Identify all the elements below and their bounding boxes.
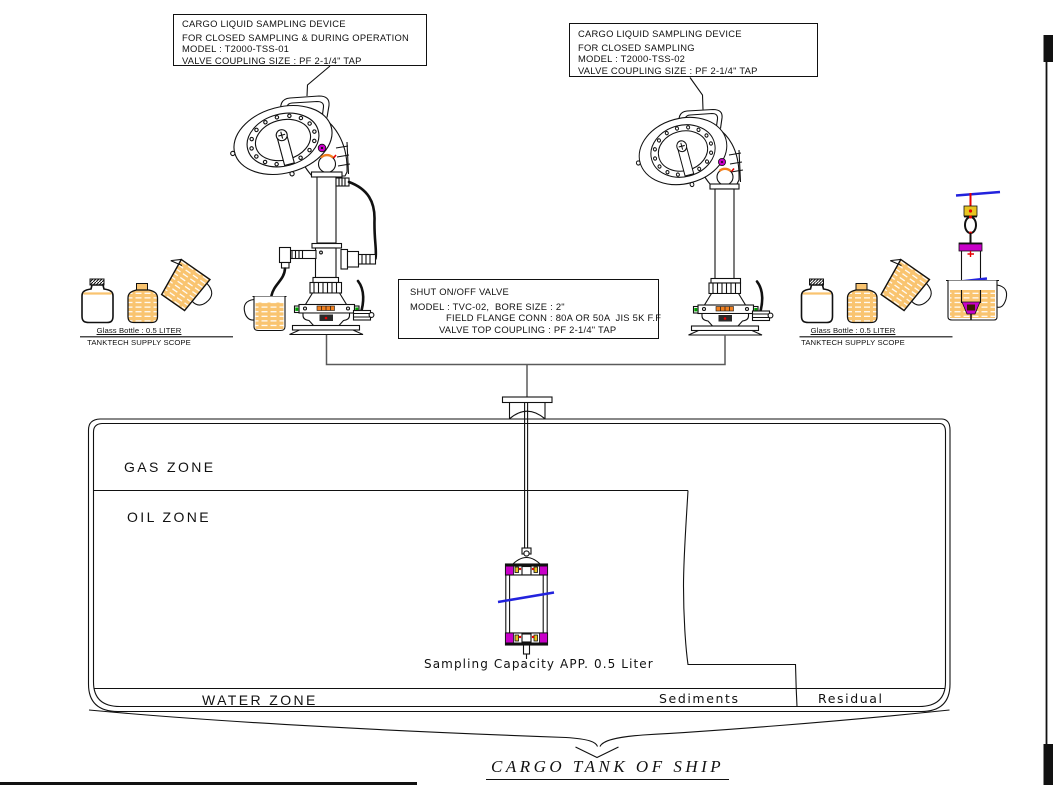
sampling-capacity-label: Sampling Capacity APP. 0.5 Liter — [424, 657, 654, 671]
annotation-line: VALVE TOP COUPLING : PF 2-1/4" TAP — [439, 323, 617, 335]
discharge-sampler — [946, 190, 1008, 321]
annotation-line: MODEL : T2000-TSS-01 — [182, 43, 290, 55]
sediments-label: Sediments — [659, 691, 740, 706]
annotation-line: CARGO LIQUID SAMPLING DEVICE — [578, 28, 742, 39]
caption-line-2: TANKTECH SUPPLY SCOPE — [801, 338, 905, 347]
annotation-line: FIELD FLANGE CONN : 80A OR 50A JIS 5K F.… — [446, 312, 662, 324]
residual-label: Residual — [818, 691, 884, 706]
leader-lines — [306, 65, 704, 110]
right-sampling-device — [627, 107, 774, 336]
annotation-line: VALVE COUPLING SIZE : PF 2-1/4" TAP — [578, 64, 758, 76]
annotation-line: VALVE COUPLING SIZE : PF 2-1/4" TAP — [182, 54, 362, 66]
water-zone-label: WATER ZONE — [202, 692, 318, 708]
drawing-title: CARGO TANK OF SHIP — [486, 757, 730, 780]
annotation-line: FOR CLOSED SAMPLING & DURING OPERATION — [182, 31, 410, 43]
caption-line-2: TANKTECH SUPPLY SCOPE — [87, 338, 191, 347]
piping-manifold — [325, 335, 726, 420]
in-tank-sampler — [497, 403, 555, 659]
caption-line-1: Glass Bottle : 0.5 LITER — [810, 326, 896, 335]
cargo-tank — [87, 418, 951, 713]
caption-line-1: Glass Bottle : 0.5 LITER — [96, 326, 182, 335]
left-sampling-device — [221, 94, 378, 336]
annotation-shut-valve: SHUT ON/OFF VALVE MODEL : TVC-02, BORE S… — [398, 279, 662, 339]
annotation-line: FOR CLOSED SAMPLING — [578, 41, 695, 53]
caption-right-bottles: Glass Bottle : 0.5 LITER TANKTECH SUPPLY… — [797, 326, 909, 348]
annotation-right-device: CARGO LIQUID SAMPLING DEVICE FOR CLOSED … — [569, 23, 818, 77]
annotation-line: MODEL : TVC-02, BORE SIZE : 2" — [410, 300, 565, 312]
caption-left-bottles: Glass Bottle : 0.5 LITER TANKTECH SUPPLY… — [83, 326, 195, 348]
annotation-line: SHUT ON/OFF VALVE — [410, 286, 510, 297]
annotation-line: MODEL : T2000-TSS-02 — [578, 53, 686, 65]
annotation-line: CARGO LIQUID SAMPLING DEVICE — [182, 18, 346, 29]
gas-zone-label: GAS ZONE — [124, 459, 216, 475]
right-bottle-set — [799, 253, 953, 338]
sheet-frame — [0, 35, 1053, 785]
hull-outline — [88, 709, 950, 759]
left-bottle-set — [80, 253, 233, 338]
annotation-left-device: CARGO LIQUID SAMPLING DEVICE FOR CLOSED … — [173, 14, 427, 66]
oil-zone-label: OIL ZONE — [127, 509, 212, 525]
